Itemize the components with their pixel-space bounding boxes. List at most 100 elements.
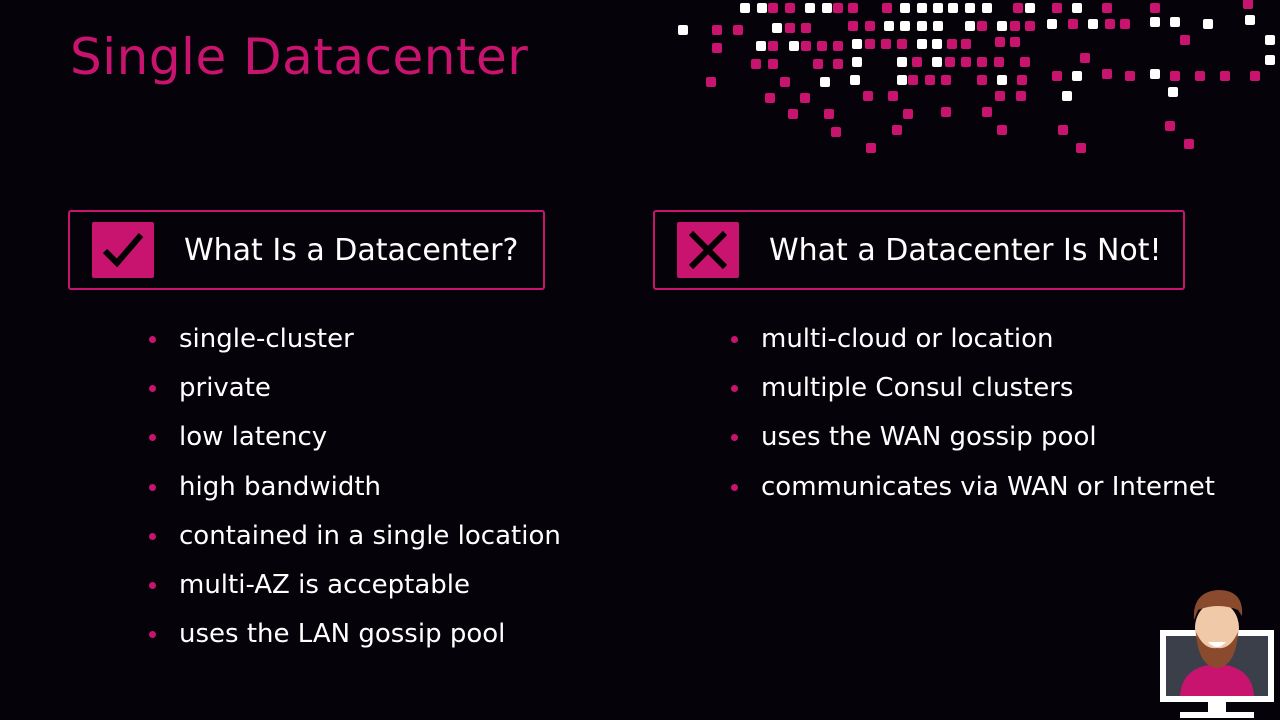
list-item: high bandwidth: [149, 469, 561, 518]
decorative-square: [945, 57, 955, 67]
decorative-square: [824, 109, 834, 119]
presenter-avatar: [1160, 590, 1274, 718]
decorative-square: [757, 3, 767, 13]
decorative-square: [888, 91, 898, 101]
decorative-square: [1220, 71, 1230, 81]
decorative-square: [881, 39, 891, 49]
slide-title: Single Datacenter: [70, 28, 529, 86]
list-item: low latency: [149, 419, 561, 468]
list-item: single-cluster: [149, 321, 561, 370]
decorative-square: [1013, 3, 1023, 13]
decorative-square: [1105, 19, 1115, 29]
datacenter-is-list: single-cluster private low latency high …: [149, 321, 561, 665]
decorative-square: [997, 125, 1007, 135]
decorative-square: [897, 39, 907, 49]
decorative-square: [1080, 53, 1090, 63]
decorative-square: [917, 39, 927, 49]
decorative-square: [961, 39, 971, 49]
decorative-square: [932, 39, 942, 49]
decorative-square: [772, 23, 782, 33]
decorative-square: [1102, 69, 1112, 79]
decorative-square: [789, 41, 799, 51]
decorative-square: [995, 91, 1005, 101]
decorative-square: [780, 77, 790, 87]
decorative-square: [733, 25, 743, 35]
decorative-square: [941, 75, 951, 85]
decorative-square: [917, 3, 927, 13]
x-icon: [677, 222, 739, 278]
decorative-square: [678, 25, 688, 35]
decorative-square: [1058, 125, 1068, 135]
list-item: private: [149, 370, 561, 419]
decorative-square: [1020, 57, 1030, 67]
decorative-square: [1120, 19, 1130, 29]
decorative-square: [977, 21, 987, 31]
checkmark-icon: [92, 222, 154, 278]
decorative-square: [813, 59, 823, 69]
decorative-square: [833, 41, 843, 51]
decorative-square: [925, 75, 935, 85]
decorative-square: [997, 75, 1007, 85]
decorative-square: [852, 57, 862, 67]
decorative-square: [932, 57, 942, 67]
decorative-square: [1047, 19, 1057, 29]
decorative-square: [863, 91, 873, 101]
decorative-square: [977, 57, 987, 67]
decorative-square: [712, 43, 722, 53]
decorative-square: [866, 143, 876, 153]
decorative-square: [848, 21, 858, 31]
decorative-square: [788, 109, 798, 119]
decorative-square: [1170, 71, 1180, 81]
decorative-square: [997, 21, 1007, 31]
decorative-square: [897, 75, 907, 85]
decorative-square: [892, 125, 902, 135]
decorative-square: [833, 59, 843, 69]
decorative-square: [756, 41, 766, 51]
decorative-square: [768, 41, 778, 51]
decorative-square: [765, 93, 775, 103]
decorative-square: [831, 127, 841, 137]
decorative-square: [982, 107, 992, 117]
decorative-square: [965, 3, 975, 13]
decorative-square: [1102, 3, 1112, 13]
datacenter-is-not-list: multi-cloud or location multiple Consul …: [731, 321, 1215, 518]
list-item: communicates via WAN or Internet: [731, 469, 1215, 518]
decorative-square: [865, 39, 875, 49]
decorative-square: [822, 3, 832, 13]
decorative-square: [882, 3, 892, 13]
decorative-square: [706, 77, 716, 87]
decorative-square: [801, 23, 811, 33]
decorative-square: [947, 39, 957, 49]
decorative-square: [751, 59, 761, 69]
decorative-square: [994, 57, 1004, 67]
decorative-square: [912, 57, 922, 67]
datacenter-is-box: What Is a Datacenter?: [68, 210, 545, 290]
list-item: multi-cloud or location: [731, 321, 1215, 370]
decorative-square: [1165, 121, 1175, 131]
decorative-square: [1195, 71, 1205, 81]
decorative-square: [1150, 3, 1160, 13]
decorative-square: [865, 21, 875, 31]
decorative-square: [900, 3, 910, 13]
list-item: uses the LAN gossip pool: [149, 616, 561, 665]
decorative-square: [900, 21, 910, 31]
decorative-square: [848, 3, 858, 13]
decorative-square: [933, 21, 943, 31]
decorative-square: [1184, 139, 1194, 149]
decorative-square: [1010, 37, 1020, 47]
decorative-square: [884, 21, 894, 31]
decorative-square: [965, 21, 975, 31]
decorative-square: [833, 3, 843, 13]
decorative-square: [1076, 143, 1086, 153]
decorative-square: [961, 57, 971, 67]
decorative-square: [805, 3, 815, 13]
list-item: contained in a single location: [149, 518, 561, 567]
decorative-square: [941, 107, 951, 117]
decorative-square: [1017, 75, 1027, 85]
decorative-square: [1025, 3, 1035, 13]
decorative-square: [1243, 0, 1253, 9]
decorative-square: [1025, 21, 1035, 31]
decorative-square: [1265, 55, 1275, 65]
decorative-square: [850, 75, 860, 85]
decorative-square: [1068, 19, 1078, 29]
